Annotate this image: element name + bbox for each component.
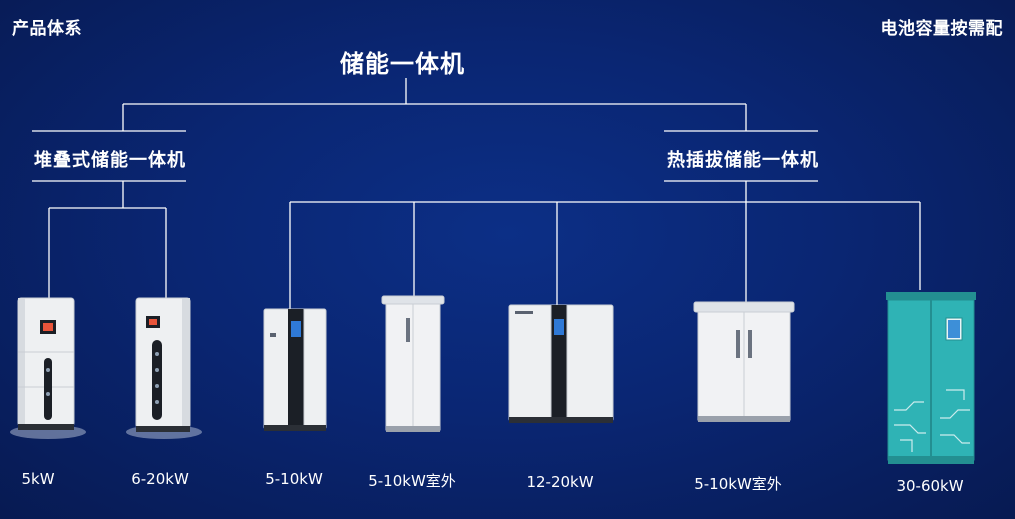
- product-caption: 5-10kW室外: [694, 475, 782, 493]
- product-caption: 5-10kW: [265, 470, 323, 488]
- cabinet-5-10kw-outdoor-large: [693, 301, 795, 422]
- root-node-title: 储能一体机: [340, 50, 465, 78]
- battery-capacity-label: 电池容量按需配: [880, 19, 1003, 39]
- product-caption: 30-60kW: [896, 477, 964, 495]
- cabinet-5kw: [10, 297, 86, 439]
- product-caption: 5kW: [21, 470, 55, 488]
- branch-stacked-title: 堆叠式储能一体机: [34, 150, 186, 171]
- cabinet-12-20kw: [508, 304, 614, 423]
- branch-hotswap-title: 热插拔储能一体机: [667, 150, 819, 171]
- product-caption: 6-20kW: [131, 470, 189, 488]
- cabinet-5-10kw: [263, 308, 327, 431]
- product-caption: 12-20kW: [526, 473, 594, 491]
- cabinet-5-10kw-outdoor: [381, 295, 445, 432]
- cabinet-6-20kw: [126, 297, 202, 439]
- product-caption: 5-10kW室外: [368, 472, 456, 490]
- cabinet-30-60kw: [886, 292, 976, 464]
- product-system-label: 产品体系: [12, 19, 82, 39]
